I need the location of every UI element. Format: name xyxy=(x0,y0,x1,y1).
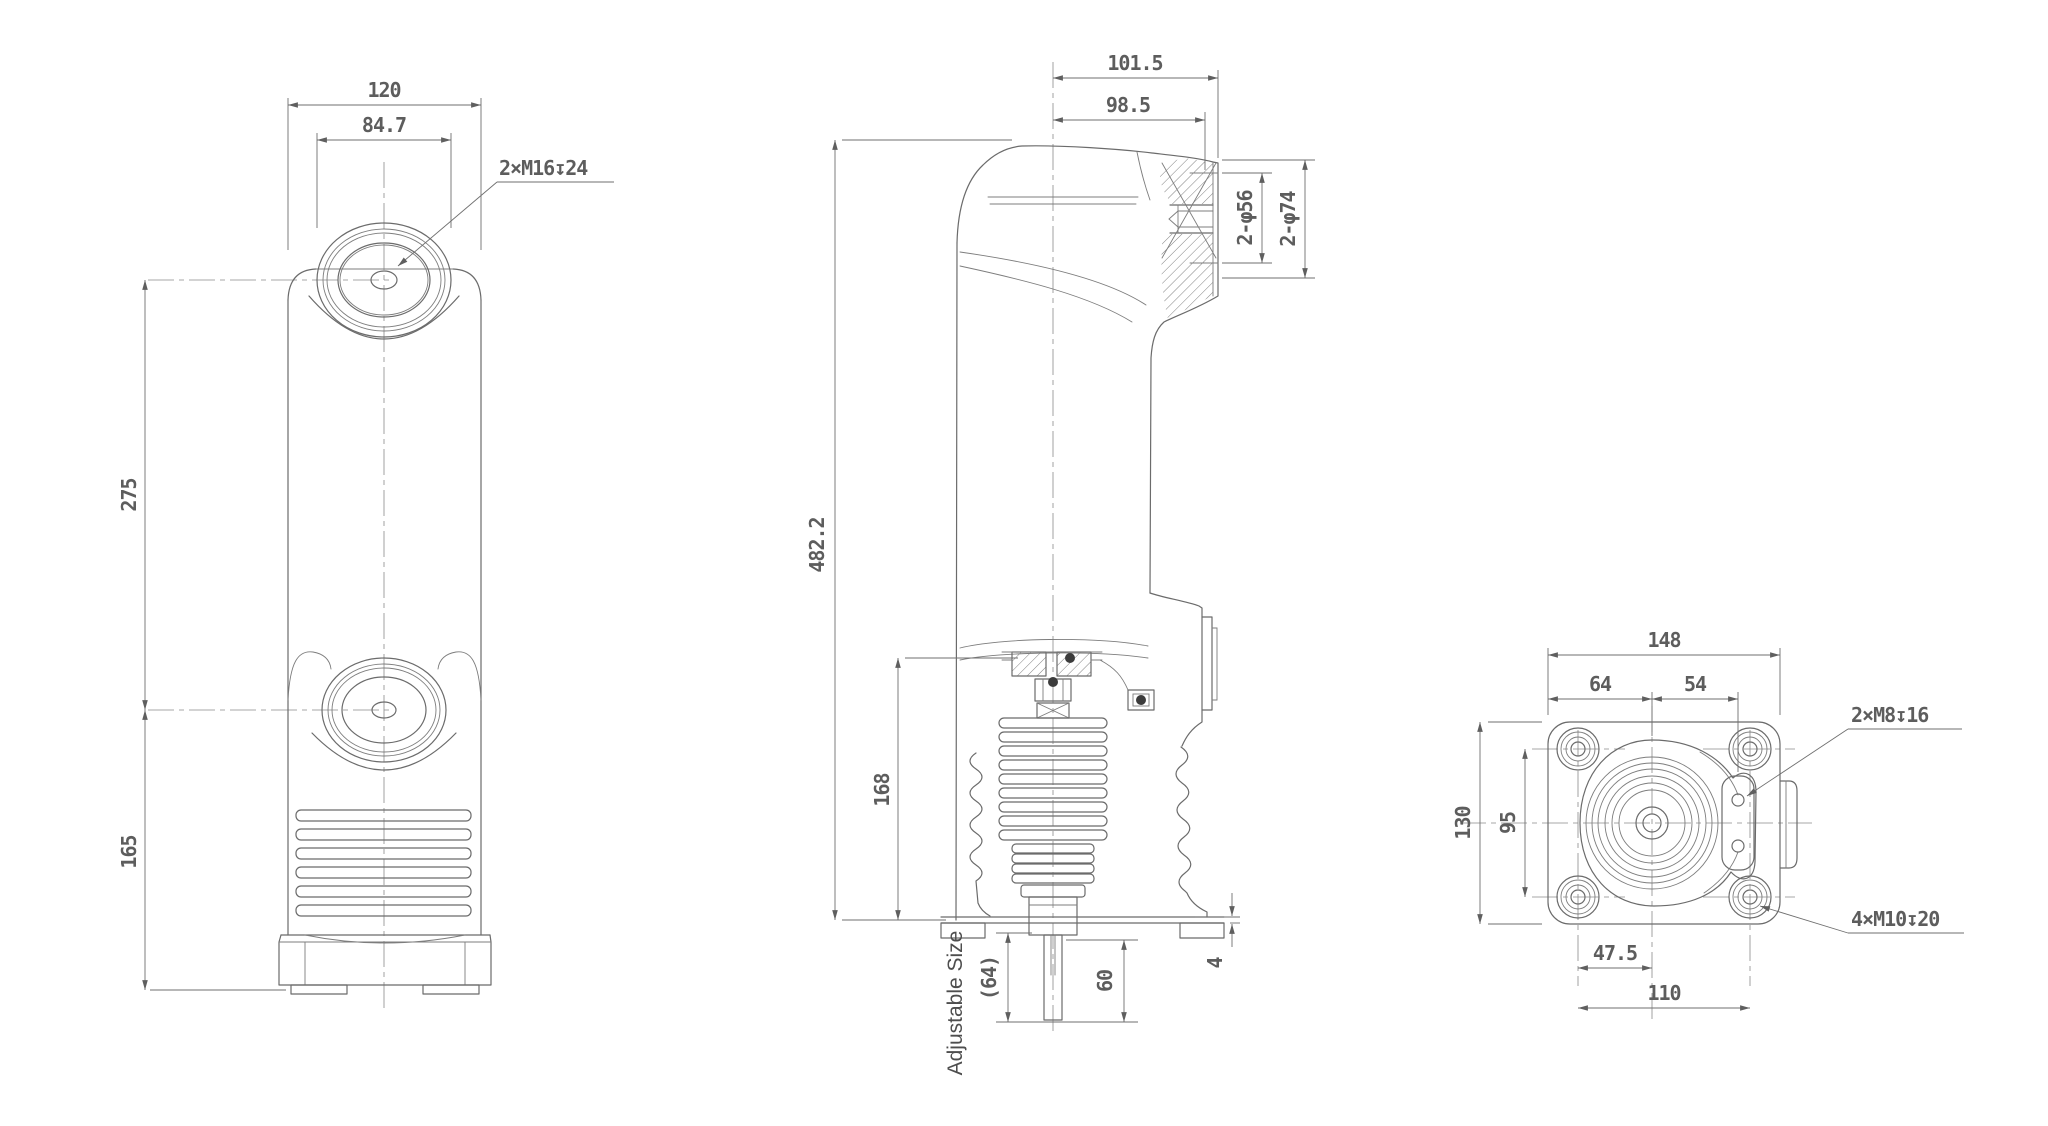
flange-side-ear xyxy=(1779,780,1798,869)
side-flange-pad xyxy=(1149,592,1218,747)
dim-label-2xphi56: 2-φ56 xyxy=(1233,190,1257,245)
dim-label-120: 120 xyxy=(367,78,400,102)
dim-section-height: 482.2 xyxy=(805,139,1012,921)
flange-view-geometry xyxy=(1460,706,1812,1022)
section-view-geometry xyxy=(940,62,1225,1032)
dim-label-168: 168 xyxy=(870,773,894,806)
dim-flange-left: 64 xyxy=(1548,672,1653,736)
dim-section-rod: 60 xyxy=(1066,939,1138,1022)
dim-section-bore-inner: 2-φ56 xyxy=(1222,172,1272,264)
dim-flange-right: 54 xyxy=(1652,672,1739,772)
dim-flange-bolt-spacing: 110 xyxy=(1578,981,1750,1011)
tap-note-m16: 2×M16↧24 xyxy=(499,156,588,180)
dim-label-101-5: 101.5 xyxy=(1107,51,1162,75)
front-view-dimensions: 120 84.7 2×M16↧24 275 xyxy=(117,78,614,991)
dim-section-stroke: (64) xyxy=(977,932,1138,1023)
flange-central-boss xyxy=(1579,739,1757,907)
dim-section-bore-outer: 2-φ74 xyxy=(1222,159,1315,279)
dim-label-2xphi74: 2-φ74 xyxy=(1276,190,1300,246)
dim-flange-bolt-vertical: 95 xyxy=(1496,749,1528,897)
leader-front-tap: 2×M16↧24 xyxy=(397,156,614,267)
front-cooling-ribs xyxy=(295,809,472,917)
dim-section-lower: 168 xyxy=(870,657,1018,920)
flange-view: 148 64 54 130 xyxy=(1451,628,1964,1022)
dim-label-84-7: 84.7 xyxy=(362,113,406,137)
dim-label-165: 165 xyxy=(117,835,141,868)
dim-label-64: 64 xyxy=(1589,672,1612,696)
flange-bolt-holes xyxy=(1556,727,1772,919)
dim-label-110: 110 xyxy=(1647,981,1680,1005)
flange-m8-pad xyxy=(1721,775,1755,871)
dim-label-482-2: 482.2 xyxy=(805,517,829,572)
front-lower-bushing xyxy=(287,651,482,771)
tap-note-m10: 4×M10↧20 xyxy=(1851,907,1939,931)
front-view: 120 84.7 2×M16↧24 275 xyxy=(117,78,614,1012)
dim-flange-bolt-left: 47.5 xyxy=(1578,941,1652,971)
flange-view-dimensions: 148 64 54 130 xyxy=(1451,628,1964,1011)
dim-label-148: 148 xyxy=(1647,628,1680,652)
dim-flange-width: 148 xyxy=(1547,628,1781,715)
dim-flange-height: 130 xyxy=(1451,721,1542,925)
dim-section-plate: 4 xyxy=(1195,893,1240,969)
dim-label-54: 54 xyxy=(1684,672,1707,696)
drive-rod xyxy=(1043,934,1063,1021)
dim-label-98-5: 98.5 xyxy=(1106,93,1150,117)
terminal-block xyxy=(1159,158,1219,319)
leader-flange-m10: 4×M10↧20 xyxy=(1759,905,1964,934)
dim-label-64-stroke: (64) xyxy=(977,956,1001,1000)
adjustable-size-note: Adjustable Size xyxy=(944,931,967,1076)
front-view-geometry xyxy=(148,162,492,1012)
dim-section-top-inner: 98.5 xyxy=(1053,93,1206,170)
section-base xyxy=(940,916,1225,939)
dim-label-4: 4 xyxy=(1203,957,1227,969)
dim-label-95: 95 xyxy=(1496,812,1520,834)
dim-label-130: 130 xyxy=(1451,806,1475,839)
front-base xyxy=(278,934,492,995)
dim-front-lower-height: 165 xyxy=(117,710,286,991)
dim-label-60: 60 xyxy=(1093,970,1117,992)
tap-note-m8: 2×M8↧16 xyxy=(1851,703,1928,727)
dim-label-275: 275 xyxy=(117,478,141,511)
dim-front-width: 120 xyxy=(287,78,482,250)
front-upper-bushing xyxy=(308,222,460,340)
section-view-dimensions: 101.5 98.5 2-φ56 2-φ74 xyxy=(805,51,1315,1075)
dim-front-center-distance: 275 xyxy=(117,280,148,710)
leader-flange-m8: 2×M8↧16 xyxy=(1746,703,1962,797)
mechanism xyxy=(1001,651,1155,719)
dim-front-inner-width: 84.7 xyxy=(316,113,452,228)
section-view: 101.5 98.5 2-φ56 2-φ74 xyxy=(805,51,1315,1075)
dim-label-47-5: 47.5 xyxy=(1593,941,1637,965)
dim-section-top-overall: 101.5 xyxy=(1053,51,1219,158)
